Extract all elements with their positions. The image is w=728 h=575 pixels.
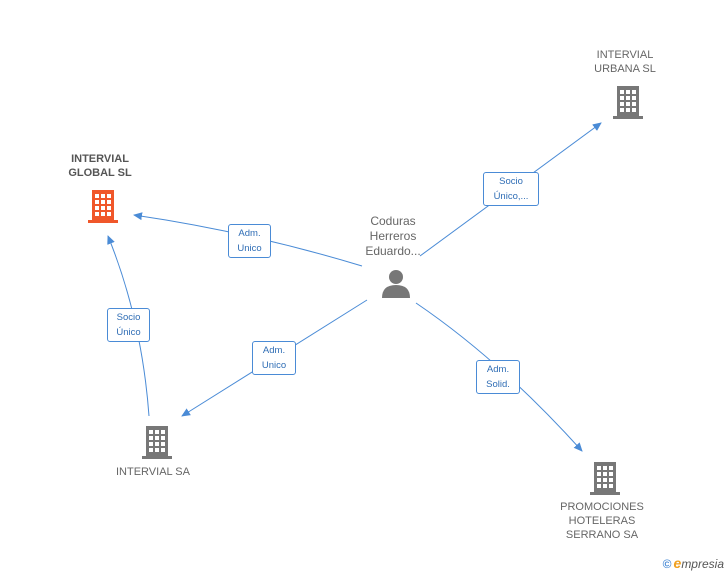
building-icon[interactable]: [611, 84, 645, 120]
edge-label-person-sa[interactable]: Adm. Unico: [252, 341, 296, 375]
building-icon[interactable]: [86, 188, 120, 224]
edge-label-person-global[interactable]: Adm. Unico: [228, 224, 271, 258]
edge-label-person-urbana[interactable]: Socio Único,...: [483, 172, 539, 206]
edge-label-sa-global[interactable]: Socio Único: [107, 308, 150, 342]
building-icon[interactable]: [140, 424, 174, 460]
intervial-urbana-label[interactable]: INTERVIAL URBANA SL: [594, 49, 656, 75]
building-icon[interactable]: [588, 460, 622, 496]
intervial-global-label[interactable]: INTERVIAL GLOBAL SL: [68, 153, 132, 179]
promociones-label[interactable]: PROMOCIONES HOTELERAS SERRANO SA: [560, 501, 644, 541]
copyright-symbol: ©: [662, 557, 672, 571]
empresia-logo: ©empresia: [663, 555, 724, 571]
logo-text: mpresia: [681, 557, 724, 571]
intervial-sa-label[interactable]: INTERVIAL SA: [116, 466, 190, 478]
person-label[interactable]: Coduras Herreros Eduardo...: [365, 214, 421, 258]
edge-label-person-promociones[interactable]: Adm. Solid.: [476, 360, 520, 394]
person-icon[interactable]: [380, 268, 412, 300]
logo-e: e: [673, 555, 682, 571]
